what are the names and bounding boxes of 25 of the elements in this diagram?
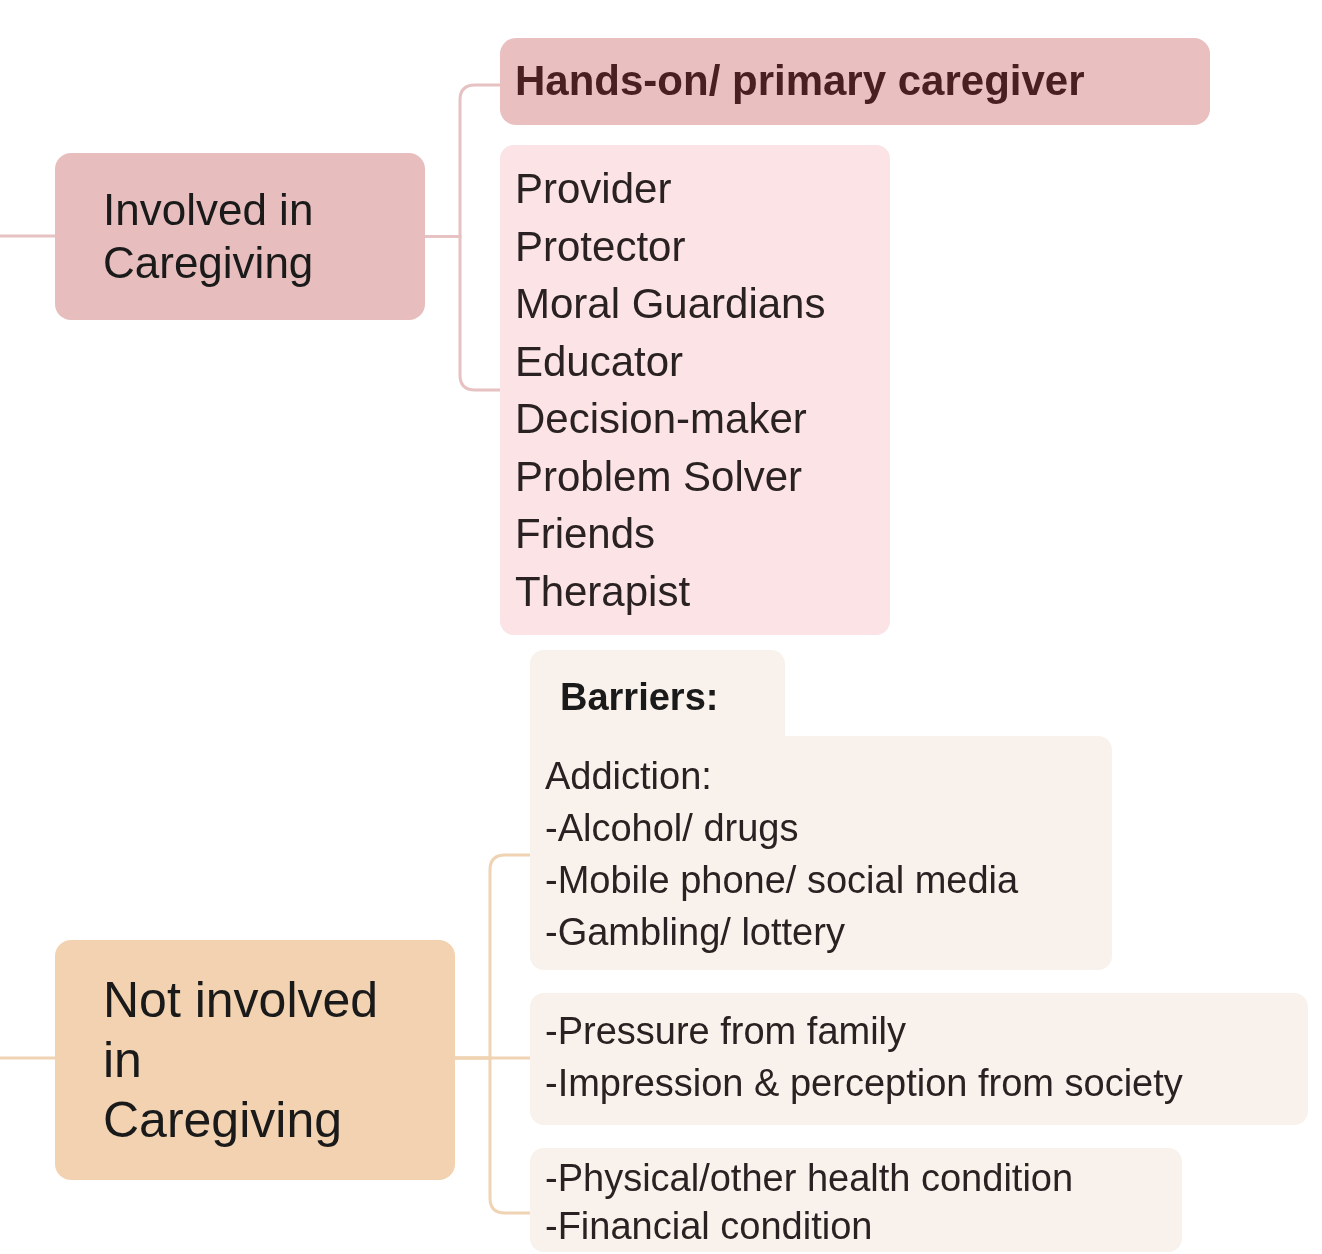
list-item: -Impression & perception from society [545,1061,1184,1106]
heading-box: Hands-on/ primary caregiver [500,38,1210,125]
list-item: -Pressure from family [545,1009,908,1054]
connector-line [0,1056,55,1060]
list-item: -Alcohol/ drugs [545,806,800,851]
list-item: -Gambling/ lottery [545,910,846,955]
list-card [530,993,1308,1125]
list-item: Educator [515,336,685,387]
list-item: -Physical/other health condition [545,1156,1075,1201]
topic-box: Involved in Caregiving [55,153,425,320]
connector-line [0,234,55,238]
topic-box: Not involved in Caregiving [55,940,455,1180]
list-item: Provider [515,164,673,214]
list-item: Moral Guardians [515,279,827,329]
list-card [530,1148,1182,1252]
list-card [500,145,890,635]
list-item: -Mobile phone/ social media [545,858,1020,903]
list-item: Friends [515,509,657,559]
list-item: Protector [515,221,687,272]
list-item: Therapist [515,566,692,617]
list-item: Decision-maker [515,394,808,444]
list-item: Problem Solver [515,451,804,502]
list-item: Addiction: [545,754,713,799]
connector-line [455,1056,530,1215]
list-item: -Financial condition [545,1204,874,1249]
